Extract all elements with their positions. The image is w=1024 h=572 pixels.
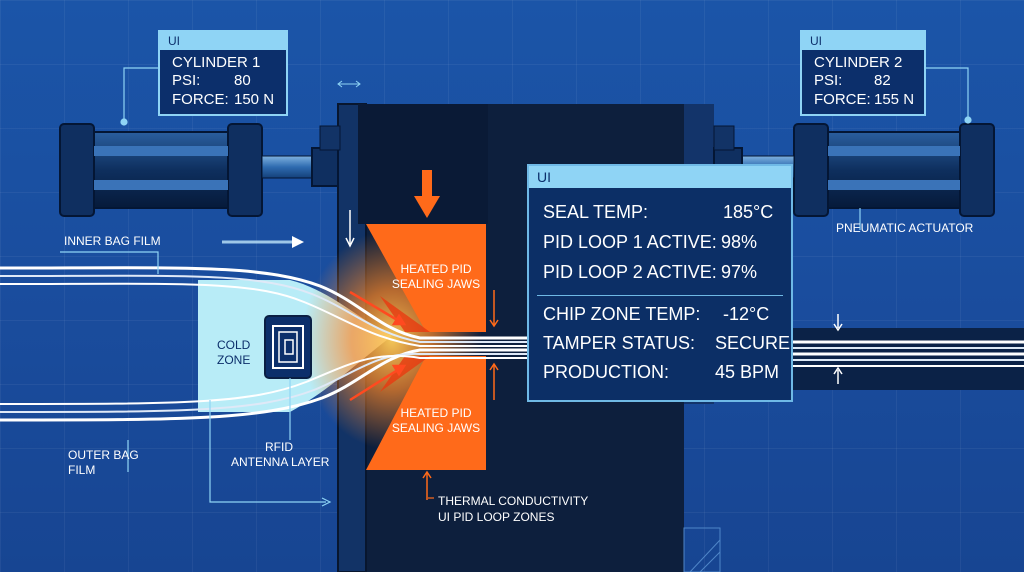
cylinder-1-force-label: FORCE:	[172, 91, 229, 108]
seal-temp-label: SEAL TEMP:	[543, 202, 649, 222]
status-panel-title: UI	[529, 166, 791, 188]
pid-loop-2-value: 97%	[721, 262, 758, 282]
chip-zone-temp-label: CHIP ZONE TEMP:	[543, 304, 701, 324]
cylinder-2-force-label: FORCE:	[814, 91, 871, 108]
cylinder-1-assembly	[59, 123, 341, 217]
cylinder-2-psi-row: PSI: 82	[814, 72, 891, 89]
cylinder-1-force-row: FORCE: 150 N	[172, 91, 274, 108]
tamper-status-label: TAMPER STATUS:	[543, 333, 696, 353]
status-row-pid-loop-1: PID LOOP 1 ACTIVE: 98%	[543, 232, 757, 253]
rfid-label-1: RFID	[265, 440, 293, 454]
top-jaw-label-2: SEALING JAWS	[391, 277, 481, 291]
pid-loop-2-label: PID LOOP 2 ACTIVE:	[543, 262, 717, 282]
status-divider	[537, 295, 783, 296]
rfid-chip-icon	[264, 315, 312, 379]
press-arrow-icon	[414, 170, 440, 218]
sealing-jaws	[366, 224, 486, 470]
inner-bag-film-label: INNER BAG FILM	[64, 234, 161, 248]
pid-loop-1-value: 98%	[721, 232, 758, 252]
cylinder-2-psi-label: PSI:	[814, 72, 843, 89]
production-value: 45 BPM	[715, 362, 780, 382]
heat-arrows	[349, 290, 407, 402]
production-label: PRODUCTION:	[543, 362, 669, 382]
flow-arrows	[222, 80, 361, 248]
top-jaw-label-1: HEATED PID	[400, 262, 472, 276]
cylinder-2-panel-title: UI	[802, 32, 924, 50]
chip-zone-temp-value: -12°C	[723, 304, 770, 324]
bottom-jaw-label-2: SEALING JAWS	[391, 421, 481, 435]
jaw-motion-arrows	[422, 290, 499, 500]
status-row-tamper-status: TAMPER STATUS: SECURE	[543, 333, 790, 354]
cylinder-1-force-value: 150 N	[234, 91, 275, 108]
cylinder-1-psi-label: PSI:	[172, 72, 201, 89]
cold-zone-label-1: COLD	[217, 338, 251, 352]
outer-bag-film-label-1: OUTER BAG	[68, 448, 139, 462]
rfid-label-2: ANTENNA LAYER	[231, 455, 330, 469]
bottom-jaw-label-1: HEATED PID	[400, 406, 472, 420]
status-row-production: PRODUCTION: 45 BPM	[543, 362, 779, 383]
cylinder-1-name: CYLINDER 1	[172, 54, 261, 71]
cold-zone-label-2: ZONE	[217, 353, 251, 367]
status-panel: UI SEAL TEMP: 185°C PID LOOP 1 ACTIVE: 9…	[527, 164, 793, 402]
thermal-label-1: THERMAL CONDUCTIVITY	[438, 494, 589, 508]
cylinder-1-panel-title: UI	[160, 32, 286, 50]
bag-films	[0, 266, 530, 422]
cylinder-2-name: CYLINDER 2	[814, 54, 903, 71]
status-row-chip-zone-temp: CHIP ZONE TEMP: -12°C	[543, 304, 769, 325]
outer-bag-film-label-2: FILM	[68, 463, 96, 477]
tamper-status-value: SECURE	[715, 333, 791, 353]
pid-loop-1-label: PID LOOP 1 ACTIVE:	[543, 232, 717, 252]
cylinder-2-psi-value: 82	[874, 72, 891, 89]
cylinder-1-panel: UI CYLINDER 1 PSI: 80 FORCE: 150 N	[158, 30, 288, 116]
pneumatic-actuator-label: PNEUMATIC ACTUATOR	[836, 221, 974, 235]
thermal-label-2: UI PID LOOP ZONES	[438, 510, 555, 524]
cylinder-2-panel: UI CYLINDER 2 PSI: 82 FORCE: 155 N	[800, 30, 926, 116]
leader-lines	[60, 67, 972, 507]
cylinder-1-psi-value: 80	[234, 72, 251, 89]
status-row-pid-loop-2: PID LOOP 2 ACTIVE: 97%	[543, 262, 757, 283]
cylinder-2-force-value: 155 N	[874, 91, 915, 108]
status-row-seal-temp: SEAL TEMP: 185°C	[543, 202, 773, 223]
cylinder-1-psi-row: PSI: 80	[172, 72, 251, 89]
cylinder-2-force-row: FORCE: 155 N	[814, 91, 914, 108]
outlet-channel	[790, 314, 1024, 390]
seal-temp-value: 185°C	[723, 202, 774, 222]
cylinder-2-assembly	[713, 123, 995, 217]
